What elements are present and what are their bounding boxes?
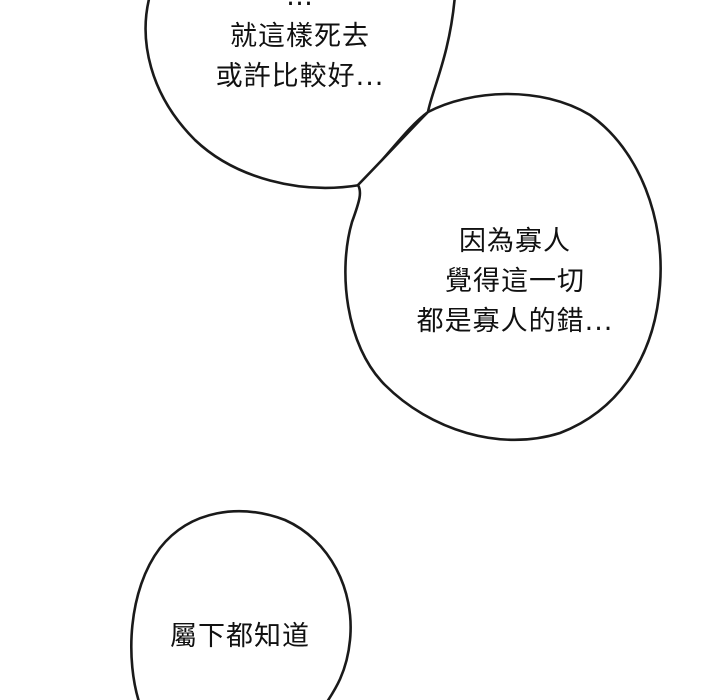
speech-bubble-2-text: 因為寡人 覺得這一切 都是寡人的錯... [370,222,660,342]
bubble-3-line-1: 屬下都知道 [170,621,310,652]
speech-bubble-1-outline [144,0,456,190]
speech-bubble-1-text: … 就這樣死去 或許比較好... [150,0,450,97]
bubble-2-line-3: 都是寡人的錯... [416,306,614,337]
speech-bubble-3-text: 屬下都知道 [130,617,350,657]
bubble-2-line-2: 覺得這一切 [445,266,585,297]
bubble-1-line-3: 或許比較好... [215,61,385,92]
speech-bubble-2-outline [344,92,662,442]
speech-bubble-3-outline [130,510,352,700]
bubble-1-line-1: … [150,0,450,17]
bubble-2-line-1: 因為寡人 [459,226,571,257]
bubble-1-line-2: 就這樣死去 [230,21,370,52]
